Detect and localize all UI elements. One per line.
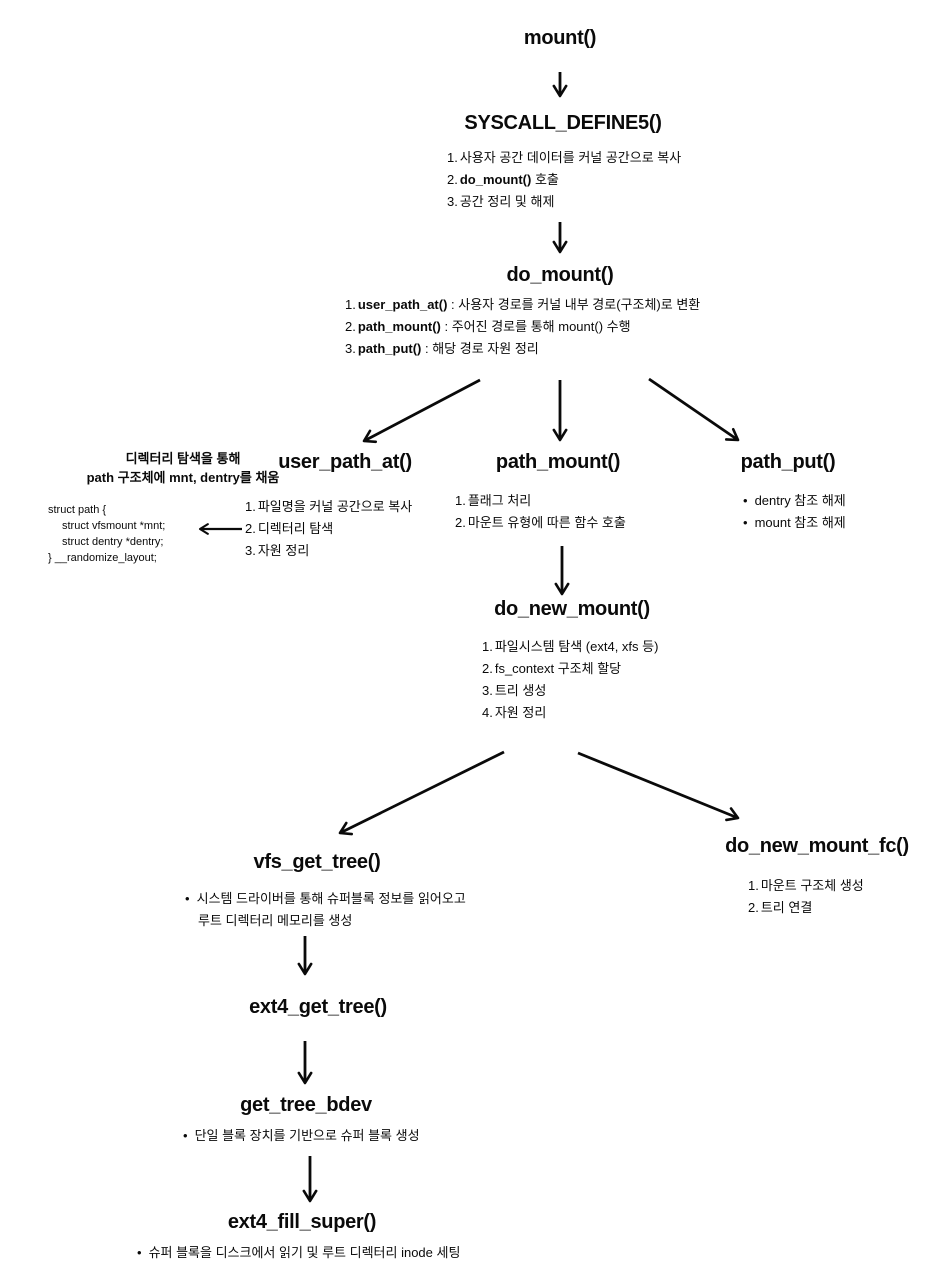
node-title-user-path-at: user_path_at() [278,451,412,473]
node-title-do-new-mount: do_new_mount() [494,598,650,620]
code-line: struct dentry *dentry; [62,536,164,548]
list-item: 4.자원 정리 [482,705,547,720]
list-item-continuation: 루트 디렉터리 메모리를 생성 [198,913,353,928]
node-title-vfs-get-tree: vfs_get_tree() [253,851,381,873]
code-line: } __randomize_layout; [48,552,157,564]
node-list-path-put: •dentry 참조 해제 •mount 참조 해제 [743,490,846,534]
list-item: 1.파일시스템 탐색 (ext4, xfs 등) [482,639,659,654]
list-item: 1.user_path_at() : 사용자 경로를 커널 내부 경로(구조체)… [345,297,701,312]
path-struct-note-line1: 디렉터리 탐색을 통해 [125,451,241,466]
list-item: 1.마운트 구조체 생성 [748,878,864,893]
node-list-path-mount: 1.플래그 처리 2.마운트 유형에 따른 함수 호출 [455,490,626,534]
list-item: •시스템 드라이버를 통해 슈퍼블록 정보를 읽어오고 [185,891,466,906]
list-item: 1.파일명을 커널 공간으로 복사 [245,499,413,514]
list-item: 3.트리 생성 [482,683,547,698]
node-list-do-mount: 1.user_path_at() : 사용자 경로를 커널 내부 경로(구조체)… [345,294,700,360]
node-title-do-new-mount-fc: do_new_mount_fc() [725,835,909,857]
node-list-do-new-mount: 1.파일시스템 탐색 (ext4, xfs 등) 2.fs_context 구조… [482,636,658,724]
code-line: struct path { [48,504,107,516]
list-item: 2.트리 연결 [748,900,813,915]
list-item: 1.플래그 처리 [455,493,532,508]
list-item: 3.path_put() : 해당 경로 자원 정리 [345,341,539,356]
node-title-mount: mount() [523,27,597,49]
arrow-do-mount-to-user-path-at [362,378,481,444]
list-item: •mount 참조 해제 [743,515,846,530]
node-title-syscall-define5: SYSCALL_DEFINE5() [464,112,662,134]
node-title-get-tree-bdev: get_tree_bdev [240,1094,372,1116]
node-list-syscall-define5: 1.사용자 공간 데이터를 커널 공간으로 복사 2.do_mount() 호출… [447,147,681,213]
list-item: •dentry 참조 해제 [743,493,846,508]
node-title-ext4-get-tree: ext4_get_tree() [249,996,387,1018]
arrow-do-mount-to-path-put [648,377,740,442]
list-item: 2.마운트 유형에 따른 함수 호출 [455,515,626,530]
node-title-ext4-fill-super: ext4_fill_super() [227,1211,377,1233]
list-item: •슈퍼 블록을 디스크에서 읽기 및 루트 디렉터리 inode 세팅 [137,1245,461,1260]
arrow-do-new-mount-to-do-new-mount-fc [577,751,740,822]
path-struct-note-line2: path 구조체에 mnt, dentry를 채움 [86,470,280,485]
list-item: 3.공간 정리 및 해제 [447,194,555,209]
code-line: struct vfsmount *mnt; [62,520,166,532]
path-struct-note-title: 디렉터리 탐색을 통해 path 구조체에 mnt, dentry를 채움 [87,449,280,487]
node-list-vfs-get-tree: •시스템 드라이버를 통해 슈퍼블록 정보를 읽어오고 루트 디렉터리 메모리를… [185,888,466,932]
list-item: 2.fs_context 구조체 할당 [482,661,622,676]
arrow-do-new-mount-to-vfs-get-tree [338,750,505,836]
list-item: 2.do_mount() 호출 [447,172,559,187]
node-title-do-mount: do_mount() [506,264,614,286]
path-struct-code-block: struct path { struct vfsmount *mnt; stru… [48,502,165,566]
node-title-path-put: path_put() [740,451,836,473]
node-list-ext4-fill-super: •슈퍼 블록을 디스크에서 읽기 및 루트 디렉터리 inode 세팅 [137,1242,460,1264]
list-item: 1.사용자 공간 데이터를 커널 공간으로 복사 [447,150,682,165]
list-item: 3.자원 정리 [245,543,310,558]
node-title-path-mount: path_mount() [495,451,621,473]
node-list-user-path-at: 1.파일명을 커널 공간으로 복사 2.디렉터리 탐색 3.자원 정리 [245,496,412,562]
list-item: •단일 블록 장치를 기반으로 슈퍼 블록 생성 [183,1128,420,1143]
node-list-get-tree-bdev: •단일 블록 장치를 기반으로 슈퍼 블록 생성 [183,1125,420,1147]
node-list-do-new-mount-fc: 1.마운트 구조체 생성 2.트리 연결 [748,875,864,919]
list-item: 2.디렉터리 탐색 [245,521,334,536]
list-item: 2.path_mount() : 주어진 경로를 통해 mount() 수행 [345,319,631,334]
